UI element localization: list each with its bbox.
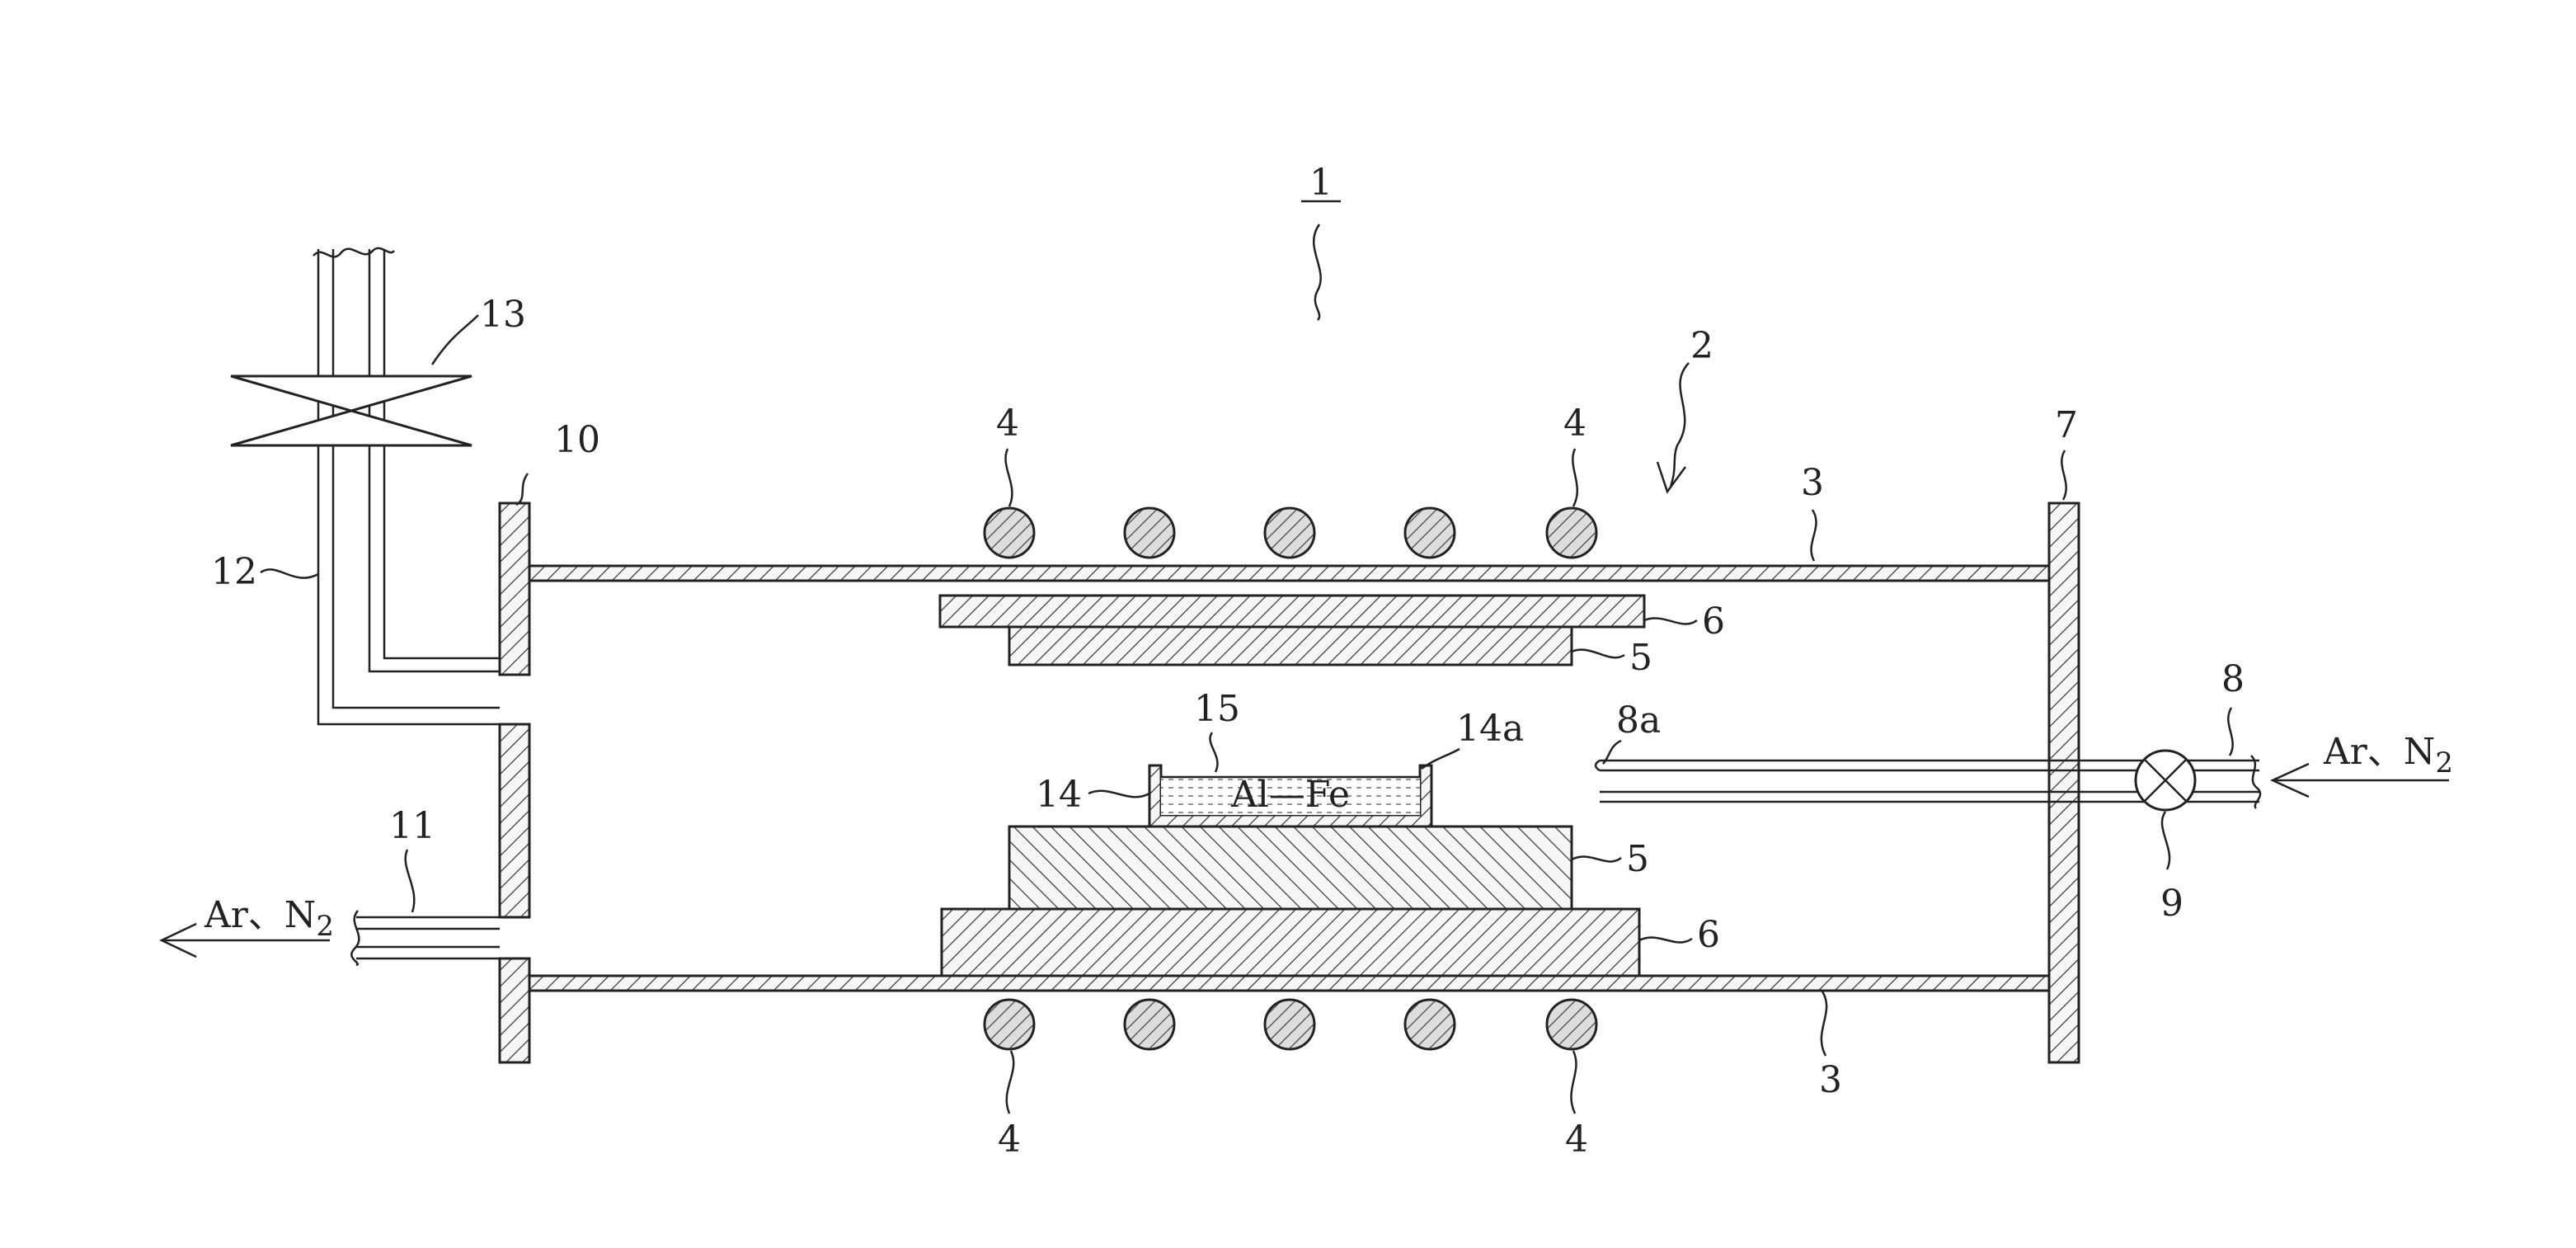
gas-inlet-label: Ar、N2: [2323, 731, 2453, 779]
label-melt: 15: [1194, 688, 1240, 730]
heater-coil: [985, 508, 1034, 558]
label-tube-bottom: 3: [1819, 1059, 1842, 1101]
label-exhaust-valve: 13: [480, 294, 526, 336]
label-heater-top-right: 4: [1563, 403, 1586, 445]
heater-coil: [985, 1000, 1034, 1049]
tube-wall-top: [528, 566, 2049, 581]
gas-outlet-prefix: Ar、N: [204, 894, 316, 936]
lower-plate: [942, 909, 1639, 976]
heater-coils-bottom: [985, 1000, 1596, 1049]
label-valve: 9: [2160, 883, 2183, 925]
inlet-valve-symbol: [2136, 751, 2195, 810]
gas-inlet-prefix: Ar、N: [2323, 731, 2435, 773]
label-crucible: 14: [1036, 774, 1082, 816]
heater-coils-top: [985, 508, 1596, 558]
heater-coil: [1265, 508, 1314, 558]
label-heater-bottom-left: 4: [998, 1118, 1021, 1161]
label-inlet-nozzle: 8a: [1616, 699, 1661, 742]
heater-coil: [1405, 508, 1455, 558]
left-flange: [500, 503, 529, 1062]
heater-coil: [1265, 1000, 1314, 1049]
label-block-lower: 5: [1626, 838, 1649, 880]
label-plate-upper: 6: [1702, 600, 1725, 643]
label-heater-top-left: 4: [996, 403, 1019, 445]
upper-block: [1009, 627, 1572, 665]
label-inlet-pipe: 8: [2221, 658, 2245, 700]
gas-outlet-label: Ar、N2: [204, 894, 334, 943]
label-tube-top: 3: [1801, 462, 1824, 504]
right-flange: [2049, 503, 2079, 1062]
exhaust-valve-symbol: [231, 376, 472, 445]
lower-block: [1009, 827, 1572, 909]
heater-coil: [1405, 1000, 1455, 1049]
label-block-upper: 5: [1629, 637, 1652, 679]
outlet-pipe: [351, 911, 529, 965]
heater-coil: [1547, 1000, 1596, 1049]
label-plate-lower: 6: [1697, 914, 1720, 956]
gas-inlet-subscript: 2: [2435, 746, 2453, 779]
melt-label: Al—Fe: [1230, 774, 1350, 816]
label-flange-left: 10: [554, 419, 600, 461]
label-outlet-pipe: 11: [389, 805, 435, 847]
heater-coil: [1125, 508, 1174, 558]
gas-outlet-subscript: 2: [316, 910, 334, 943]
label-flange-right: 7: [2055, 404, 2078, 446]
label-heater-bottom-right: 4: [1565, 1118, 1588, 1161]
tube-wall-bottom: [528, 976, 2049, 991]
heater-coil: [1547, 508, 1596, 558]
label-crucible-rim: 14a: [1456, 708, 1524, 750]
label-apparatus: 1: [1309, 162, 1333, 204]
label-furnace: 2: [1690, 325, 1713, 367]
label-exhaust-pipe: 12: [211, 551, 257, 593]
upper-plate: [940, 596, 1644, 627]
heater-coil: [1125, 1000, 1174, 1049]
